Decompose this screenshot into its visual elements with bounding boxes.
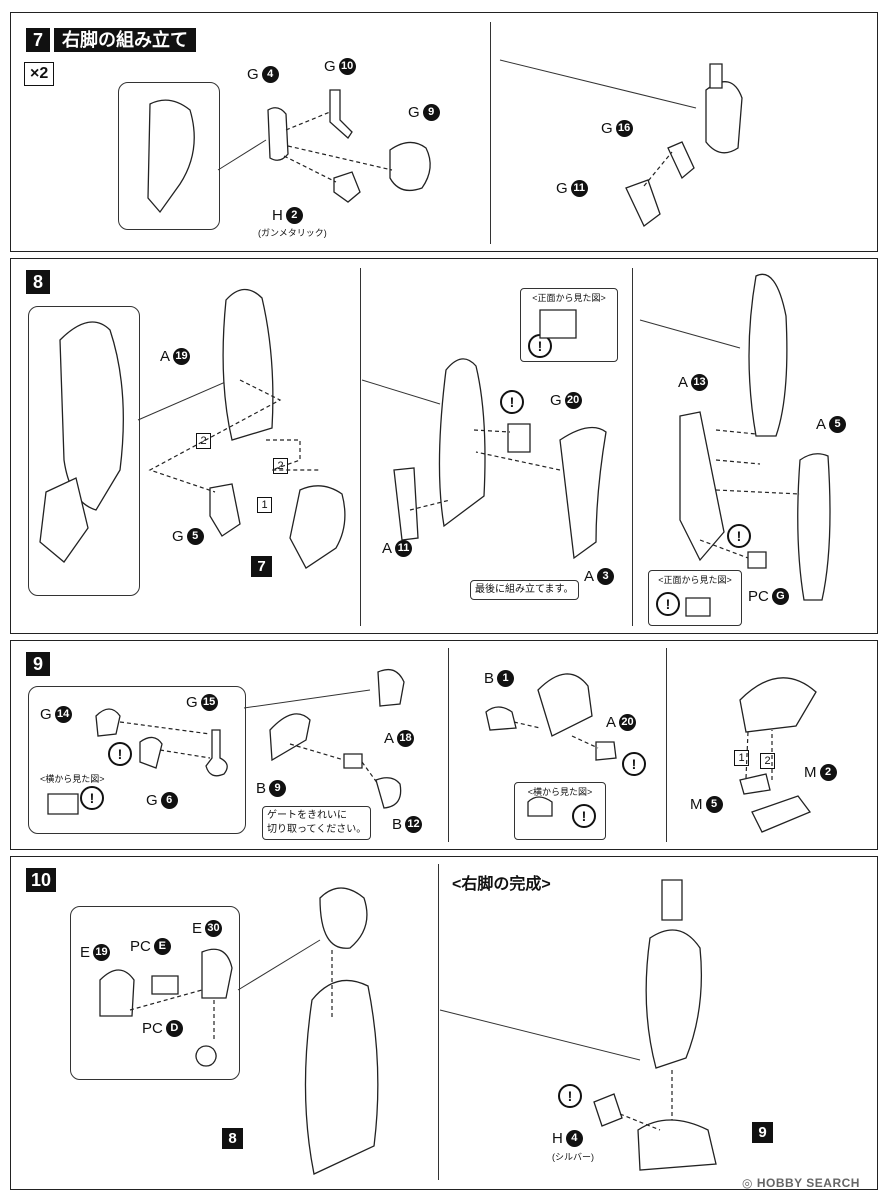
- step-10-divider: [438, 864, 439, 1180]
- caution-icon: !: [727, 524, 751, 548]
- caution-icon: !: [622, 752, 646, 776]
- caution-icon: !: [80, 786, 104, 810]
- step-8-reference: 8: [222, 1128, 243, 1149]
- gate-note-line-1: ゲートをきれいに: [267, 810, 347, 821]
- sequence-box-1: 1: [257, 497, 272, 513]
- step-9-parts-art: [47, 668, 817, 833]
- step-7-divider: [490, 22, 491, 244]
- completed-right-leg-title: <右脚の完成>: [452, 876, 551, 893]
- step-8-divider-1: [360, 268, 361, 626]
- sequence-box-2a: 2: [196, 433, 211, 449]
- step-8-number: 8: [26, 270, 50, 294]
- step-7-title: 右脚の組み立て: [54, 28, 196, 52]
- hobby-search-watermark: ◎ HOBBY SEARCH: [742, 1176, 860, 1190]
- caution-icon: !: [656, 592, 680, 616]
- gate-note-line-2: 切り取ってください。: [267, 824, 367, 835]
- step-8-parts-art: [39, 273, 831, 617]
- step-8-divider-2: [632, 268, 633, 626]
- sequence-box-2: 2: [760, 753, 775, 769]
- step-9-divider-2: [666, 648, 667, 842]
- side-view-label-2: <横から見た図>: [527, 787, 593, 797]
- gate-trim-note: ゲートをきれいに 切り取ってください。: [262, 806, 372, 840]
- step-10-parts-art: [99, 879, 717, 1175]
- h4-color-note: (シルバー): [552, 1152, 594, 1162]
- assemble-last-note: 最後に組み立てます。: [470, 580, 579, 600]
- h2-color-note: (ガンメタリック): [258, 228, 327, 238]
- caution-icon: !: [108, 742, 132, 766]
- front-view-label-2: <正面から見た図>: [658, 575, 732, 585]
- quantity-multiplier: ×2: [24, 62, 55, 86]
- step-10-number: 10: [26, 868, 56, 892]
- side-view-label-1: <横から見た図>: [40, 774, 105, 784]
- sequence-box-1: 1: [734, 750, 749, 766]
- step-7-number: 7: [26, 28, 50, 52]
- side-view-callout-2: <横から見た図>: [514, 782, 606, 840]
- step-9-number: 9: [26, 652, 50, 676]
- caution-icon: !: [500, 390, 524, 414]
- step-9-divider-1: [448, 648, 449, 842]
- front-view-label-1: <正面から見た図>: [532, 293, 606, 303]
- sequence-box-2b: 2: [273, 458, 288, 474]
- step-7-reference: 7: [251, 556, 272, 577]
- step-7-parts-art: [147, 59, 743, 227]
- step-9-reference: 9: [752, 1122, 773, 1143]
- caution-icon: !: [572, 804, 596, 828]
- caution-icon: !: [558, 1084, 582, 1108]
